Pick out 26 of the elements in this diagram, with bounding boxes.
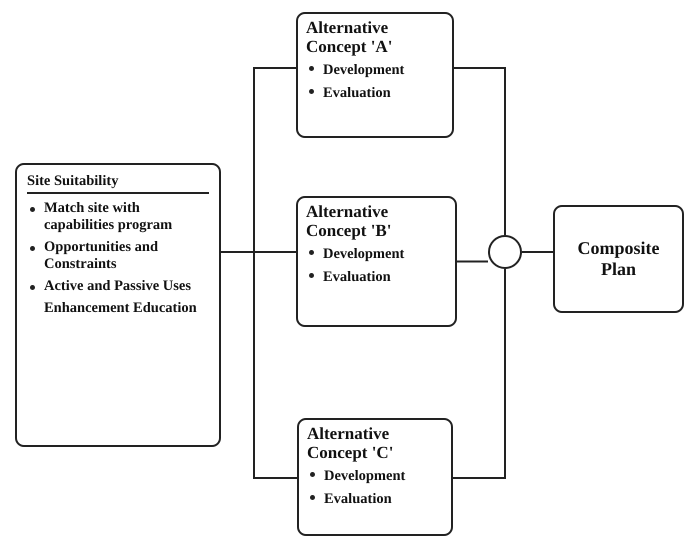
connector-line	[453, 269, 506, 479]
bullet-item: Opportunities and Constraints	[27, 239, 209, 273]
concept-box	[296, 196, 457, 327]
connector-line	[221, 251, 297, 479]
box-heading: Alternative Concept 'C'	[307, 424, 394, 462]
site-suitability-box	[15, 163, 221, 447]
bullet-item: Match site with capabilities program	[27, 200, 209, 234]
bullet-item: Evaluation	[306, 82, 444, 105]
connector-line	[457, 260, 488, 262]
bullet-item: Development	[306, 243, 447, 266]
bullet-item: Development	[307, 465, 443, 488]
junction-circle	[488, 235, 522, 269]
composite-plan-box	[553, 205, 684, 313]
bullet-item: Evaluation	[307, 488, 443, 511]
concept-box	[296, 12, 454, 138]
connector-line	[522, 251, 553, 253]
bullet-item: Evaluation	[306, 266, 447, 289]
connector-line	[454, 67, 506, 235]
box-label: Composite Plan	[576, 238, 660, 280]
box-heading: Alternative Concept 'B'	[306, 202, 392, 240]
box-heading: Site Suitability	[27, 173, 209, 194]
list-item: Enhancement Education	[43, 300, 198, 317]
bullet-item: Active and Passive Uses	[27, 278, 209, 295]
bullet-item: Development	[306, 59, 444, 82]
concept-box	[297, 418, 453, 536]
box-heading: Alternative Concept 'A'	[306, 18, 394, 56]
